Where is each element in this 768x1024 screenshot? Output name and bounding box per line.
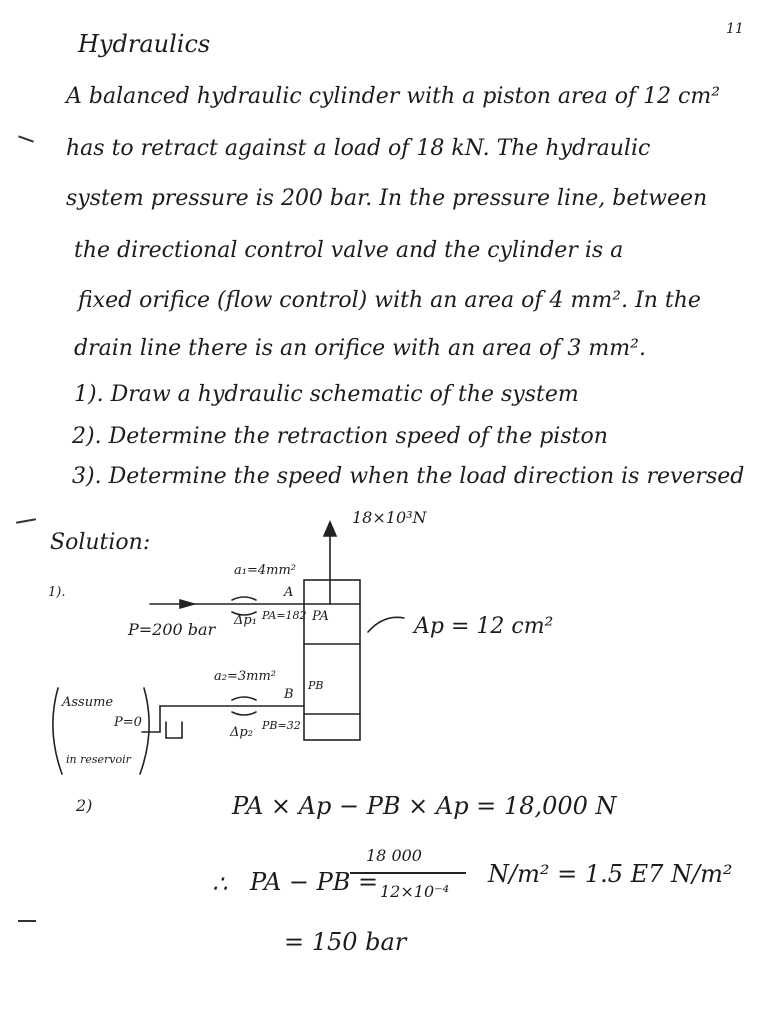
problem-line-2: has to retract against a load of 18 kN. …: [66, 136, 651, 161]
problem-line-4: the directional control valve and the cy…: [74, 238, 624, 263]
force-balance-equation: PA × Ap − PB × Ap = 18,000 N: [232, 792, 617, 820]
orifice-1-bottom: [231, 611, 257, 616]
area-leader: [367, 616, 405, 633]
delta-p1-label: Δp₁: [234, 613, 257, 628]
problem-line-3: system pressure is 200 bar. In the press…: [66, 186, 708, 211]
question-1: 1). Draw a hydraulic schematic of the sy…: [74, 382, 579, 407]
reservoir-note: in reservoir: [66, 753, 131, 766]
part-1-label: 1).: [48, 585, 66, 600]
load-arrow-head: [322, 519, 338, 537]
page-number: 11: [726, 21, 744, 37]
reservoir-pressure-label: P=0: [114, 715, 142, 730]
system-pressure-label: P=200 bar: [128, 620, 216, 639]
orifice-2-area-label: a₂=3mm²: [214, 669, 276, 684]
fraction-numerator: 18 000: [366, 846, 422, 865]
pa-value-label: PA=182: [262, 609, 307, 622]
pb-value-label: PB=32: [262, 719, 301, 732]
fraction-bar: [350, 872, 466, 874]
flow-arrow: [179, 598, 197, 610]
pressure-result: N/m² = 1.5 E7 N/m²: [488, 860, 733, 888]
question-3: 3). Determine the speed when the load di…: [72, 464, 745, 489]
therefore-symbol: ∴: [212, 870, 228, 898]
solution-heading: Solution:: [50, 530, 151, 555]
orifice-2-top: [231, 696, 257, 701]
pb-chamber-label: PB: [308, 679, 324, 692]
fraction-denominator: 12×10⁻⁴: [380, 882, 449, 901]
orifice-1-top: [231, 596, 257, 601]
load-label: 18×10³N: [352, 508, 427, 527]
orifice-1-area-label: a₁=4mm²: [234, 563, 296, 578]
reservoir: [165, 721, 183, 739]
assume-label: Assume: [62, 695, 114, 710]
problem-line-5: fixed orifice (flow control) with an are…: [78, 288, 701, 313]
pa-chamber-label: PA: [312, 609, 329, 624]
orifice-2-bottom: [231, 711, 257, 716]
assume-bracket-left: [52, 687, 63, 775]
problem-line-6: drain line there is an orifice with an a…: [74, 336, 646, 361]
question-2: 2). Determine the retraction speed of th…: [72, 424, 608, 449]
part-2-label: 2): [76, 796, 93, 815]
delta-p2-label: Δp₂: [230, 725, 253, 740]
piston-area-label: Ap = 12 cm²: [414, 614, 554, 639]
page-title: Hydraulics: [78, 30, 211, 58]
drain-line: [141, 705, 305, 733]
margin-mark: [18, 920, 36, 922]
problem-line-1: A balanced hydraulic cylinder with a pis…: [66, 84, 721, 109]
pressure-difference-lhs: PA − PB =: [250, 868, 379, 896]
cylinder-body: [303, 579, 361, 741]
final-answer: = 150 bar: [284, 928, 407, 956]
port-b-label: B: [284, 687, 294, 702]
assume-bracket-right: [139, 687, 150, 775]
port-a-label: A: [284, 585, 294, 600]
